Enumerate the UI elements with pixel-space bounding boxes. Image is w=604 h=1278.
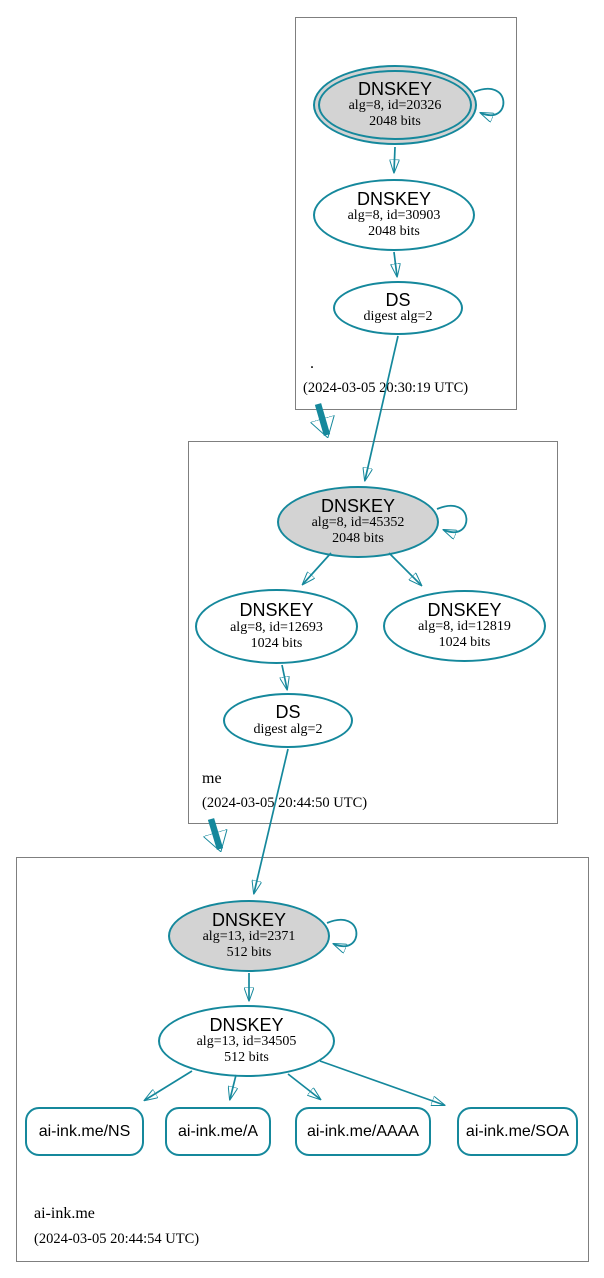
zone-timestamp-ai-ink-me: (2024-03-05 20:44:54 UTC) <box>34 1231 200 1247</box>
zone-name-me: me <box>202 770 222 787</box>
node-detail: digest alg=2 <box>253 721 323 737</box>
rrset-node-a[interactable]: ai-ink.me/A <box>165 1107 271 1156</box>
node-title: DNSKEY <box>320 495 396 516</box>
node-detail: 512 bits <box>224 1050 269 1066</box>
rrset-label: ai-ink.me/NS <box>38 1122 131 1140</box>
node-detail: alg=8, id=12819 <box>418 619 511 635</box>
node-detail: alg=8, id=30903 <box>347 208 441 224</box>
node-title: DNSKEY <box>239 600 314 621</box>
node-title: DNSKEY <box>211 909 287 930</box>
node-detail: 1024 bits <box>250 635 303 651</box>
ds-node-root[interactable]: DS digest alg=2 <box>333 281 463 335</box>
ds-node-me[interactable]: DS digest alg=2 <box>223 693 353 748</box>
node-detail: alg=8, id=45352 <box>311 515 405 531</box>
node-title: DS <box>275 702 301 723</box>
rrset-node-aaaa[interactable]: ai-ink.me/AAAA <box>295 1107 431 1156</box>
zone-timestamp-root: (2024-03-05 20:30:19 UTC) <box>303 380 469 396</box>
dnskey-node-root-ksk-20326[interactable]: DNSKEY alg=8, id=20326 2048 bits <box>313 65 477 145</box>
node-detail: alg=13, id=34505 <box>196 1034 297 1050</box>
node-title: DNSKEY <box>356 188 432 209</box>
node-title: DNSKEY <box>427 599 502 620</box>
rrset-node-ns[interactable]: ai-ink.me/NS <box>25 1107 144 1156</box>
rrset-label: ai-ink.me/AAAA <box>306 1122 420 1140</box>
dnskey-node-aiink-zsk-34505[interactable]: DNSKEY alg=13, id=34505 512 bits <box>158 1005 335 1077</box>
dnskey-node-root-zsk-30903[interactable]: DNSKEY alg=8, id=30903 2048 bits <box>313 179 475 251</box>
dnskey-node-me-zsk-12819[interactable]: DNSKEY alg=8, id=12819 1024 bits <box>383 590 546 662</box>
node-title: DNSKEY <box>357 78 433 99</box>
node-detail: 2048 bits <box>369 114 421 130</box>
zone-timestamp-me: (2024-03-05 20:44:50 UTC) <box>202 795 368 811</box>
node-title: DS <box>385 289 411 310</box>
zone-box-root <box>295 17 517 410</box>
node-detail: 2048 bits <box>368 224 420 240</box>
node-detail: digest alg=2 <box>363 309 433 325</box>
rrset-node-soa[interactable]: ai-ink.me/SOA <box>457 1107 578 1156</box>
node-detail: 512 bits <box>226 945 272 961</box>
node-detail: 2048 bits <box>332 531 384 547</box>
dnskey-node-me-zsk-12693[interactable]: DNSKEY alg=8, id=12693 1024 bits <box>195 589 358 664</box>
dnskey-node-me-ksk-45352[interactable]: DNSKEY alg=8, id=45352 2048 bits <box>277 486 439 558</box>
node-title: DNSKEY <box>209 1014 284 1035</box>
zone-box-ai-ink-me <box>16 857 589 1262</box>
node-detail: alg=13, id=2371 <box>202 929 296 945</box>
node-detail: alg=8, id=12693 <box>230 619 323 635</box>
rrset-label: ai-ink.me/A <box>177 1122 259 1140</box>
node-detail: alg=8, id=20326 <box>348 98 442 114</box>
rrset-label: ai-ink.me/SOA <box>465 1122 570 1140</box>
zone-name-root: . <box>310 355 314 372</box>
dnskey-node-aiink-ksk-2371[interactable]: DNSKEY alg=13, id=2371 512 bits <box>168 900 330 972</box>
node-detail: 1024 bits <box>438 635 491 651</box>
zone-name-ai-ink-me: ai-ink.me <box>34 1205 95 1222</box>
